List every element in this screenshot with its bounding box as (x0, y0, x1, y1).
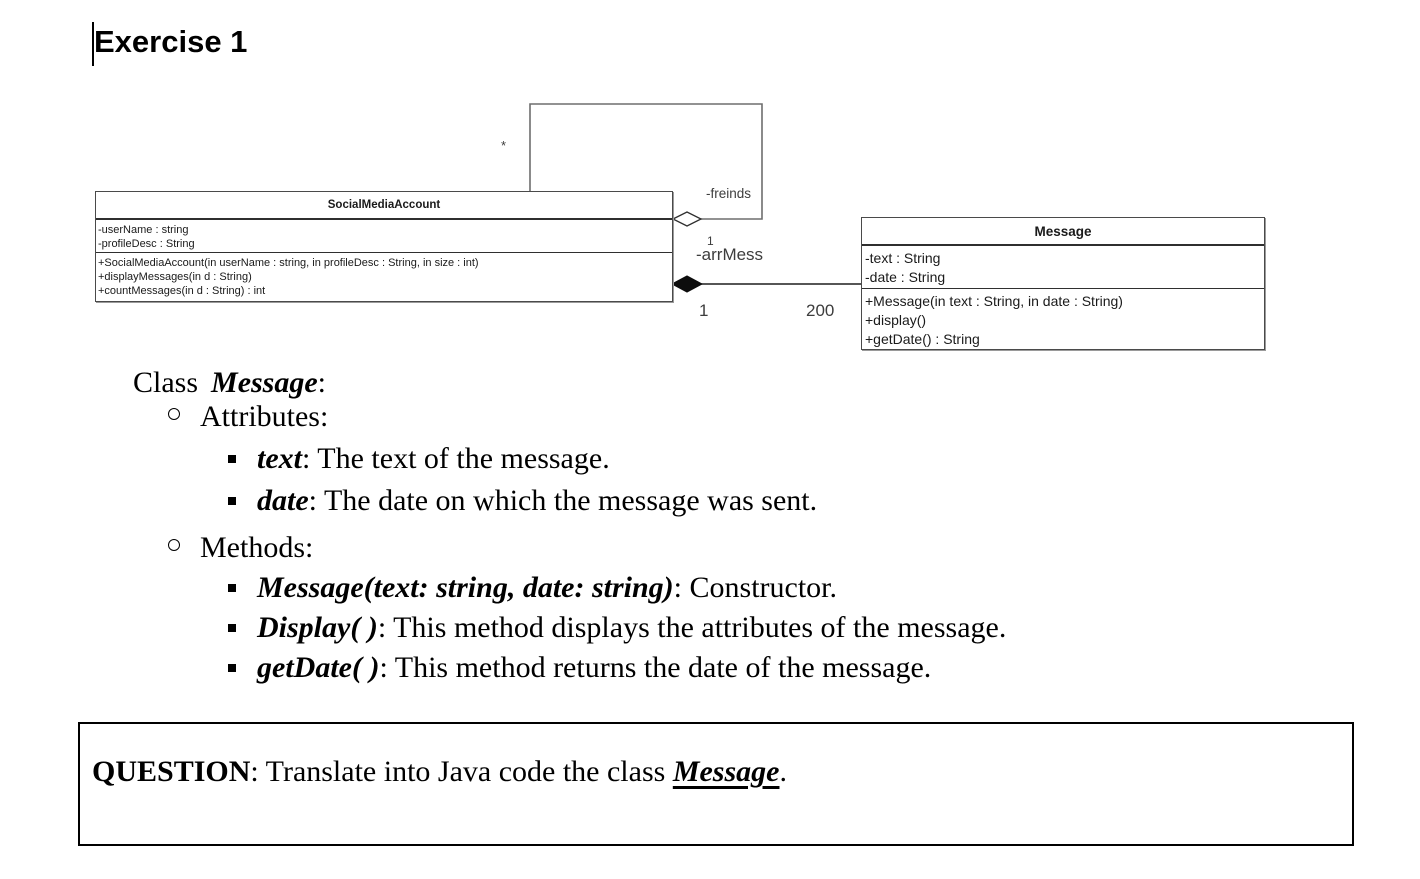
uml-attribute: -profileDesc : String (98, 238, 195, 250)
uml-methods-compartment: +Message(in text : String, in date : Str… (862, 289, 1264, 349)
question-box: QUESTION: Translate into Java code the c… (78, 722, 1354, 846)
uml-attributes-compartment: -text : String -date : String (862, 246, 1264, 289)
uml-attribute: -text : String (865, 250, 941, 266)
method-item-lead: Message(text: string, date: string) (257, 571, 674, 604)
circle-bullet-icon (168, 408, 180, 420)
method-item-lead: Display( ) (257, 611, 378, 644)
uml-method: +getDate() : String (865, 331, 980, 347)
method-item-lead: getDate( ) (257, 651, 380, 684)
attribute-item-lead: date (257, 484, 309, 517)
uml-method: +SocialMediaAccount(in userName : string… (98, 257, 479, 269)
attribute-item: text: The text of the message. (257, 442, 610, 476)
class-heading-colon: : (317, 366, 327, 399)
square-bullet-icon (228, 664, 236, 672)
multiplicity-label-arrmess: 1 (707, 234, 714, 248)
question-text: QUESTION: Translate into Java code the c… (92, 754, 787, 790)
text-cursor (92, 22, 94, 66)
method-item: getDate( ): This method returns the date… (257, 651, 931, 685)
method-item-rest: : This method returns the date of the me… (379, 651, 932, 684)
role-label-friends: -freinds (706, 186, 752, 201)
uml-class-message: Message -text : String -date : String +M… (861, 217, 1265, 350)
square-bullet-icon (228, 624, 236, 632)
class-heading-name: Message (211, 366, 318, 399)
question-period: . (779, 755, 787, 788)
uml-class-title: SocialMediaAccount (96, 192, 672, 220)
multiplicity-label-message-end: 200 (806, 301, 835, 320)
attribute-item-rest: : The text of the message. (302, 442, 610, 475)
role-label-arrmess: -arrMess (696, 245, 764, 264)
methods-section-label: Methods: (200, 531, 314, 564)
multiplicity-label-account-end: 1 (699, 301, 709, 320)
circle-bullet-icon (168, 539, 180, 551)
square-bullet-icon (228, 455, 236, 463)
uml-attribute: -userName : string (98, 224, 189, 236)
attribute-item-rest: : The date on which the message was sent… (308, 484, 818, 517)
multiplicity-label-friends: * (501, 138, 507, 153)
uml-attributes-compartment: -userName : string -profileDesc : String (96, 220, 672, 253)
square-bullet-icon (228, 584, 236, 592)
question-body: : Translate into Java code the class (250, 755, 673, 788)
attributes-section-label: Attributes: (200, 400, 329, 433)
uml-method: +Message(in text : String, in date : Str… (865, 293, 1123, 309)
uml-method: +display() (865, 312, 927, 328)
square-bullet-icon (228, 497, 236, 505)
uml-attribute: -date : String (865, 269, 946, 285)
friends-self-association-line (529, 103, 763, 220)
method-item: Display( ): This method displays the att… (257, 611, 1006, 645)
method-item-rest: : This method displays the attributes of… (377, 611, 1007, 644)
question-label: QUESTION (92, 755, 251, 788)
class-heading: Class Message: (133, 366, 326, 400)
uml-methods-compartment: +SocialMediaAccount(in userName : string… (96, 253, 672, 298)
uml-method: +countMessages(in d : String) : int (98, 285, 266, 297)
method-item-rest: : Constructor. (673, 571, 838, 604)
class-heading-prefix: Class (133, 366, 199, 399)
method-item: Message(text: string, date: string): Con… (257, 571, 837, 605)
aggregation-diamond-icon (671, 211, 703, 227)
question-class-name: Message (672, 755, 780, 788)
page-title: Exercise 1 (94, 24, 248, 59)
uml-method: +displayMessages(in d : String) (98, 271, 252, 283)
uml-class-title: Message (862, 218, 1264, 246)
attribute-item: date: The date on which the message was … (257, 484, 817, 518)
uml-class-socialmediaaccount: SocialMediaAccount -userName : string -p… (95, 191, 673, 302)
composition-diamond-icon (670, 275, 704, 293)
attribute-item-lead: text (257, 442, 302, 475)
